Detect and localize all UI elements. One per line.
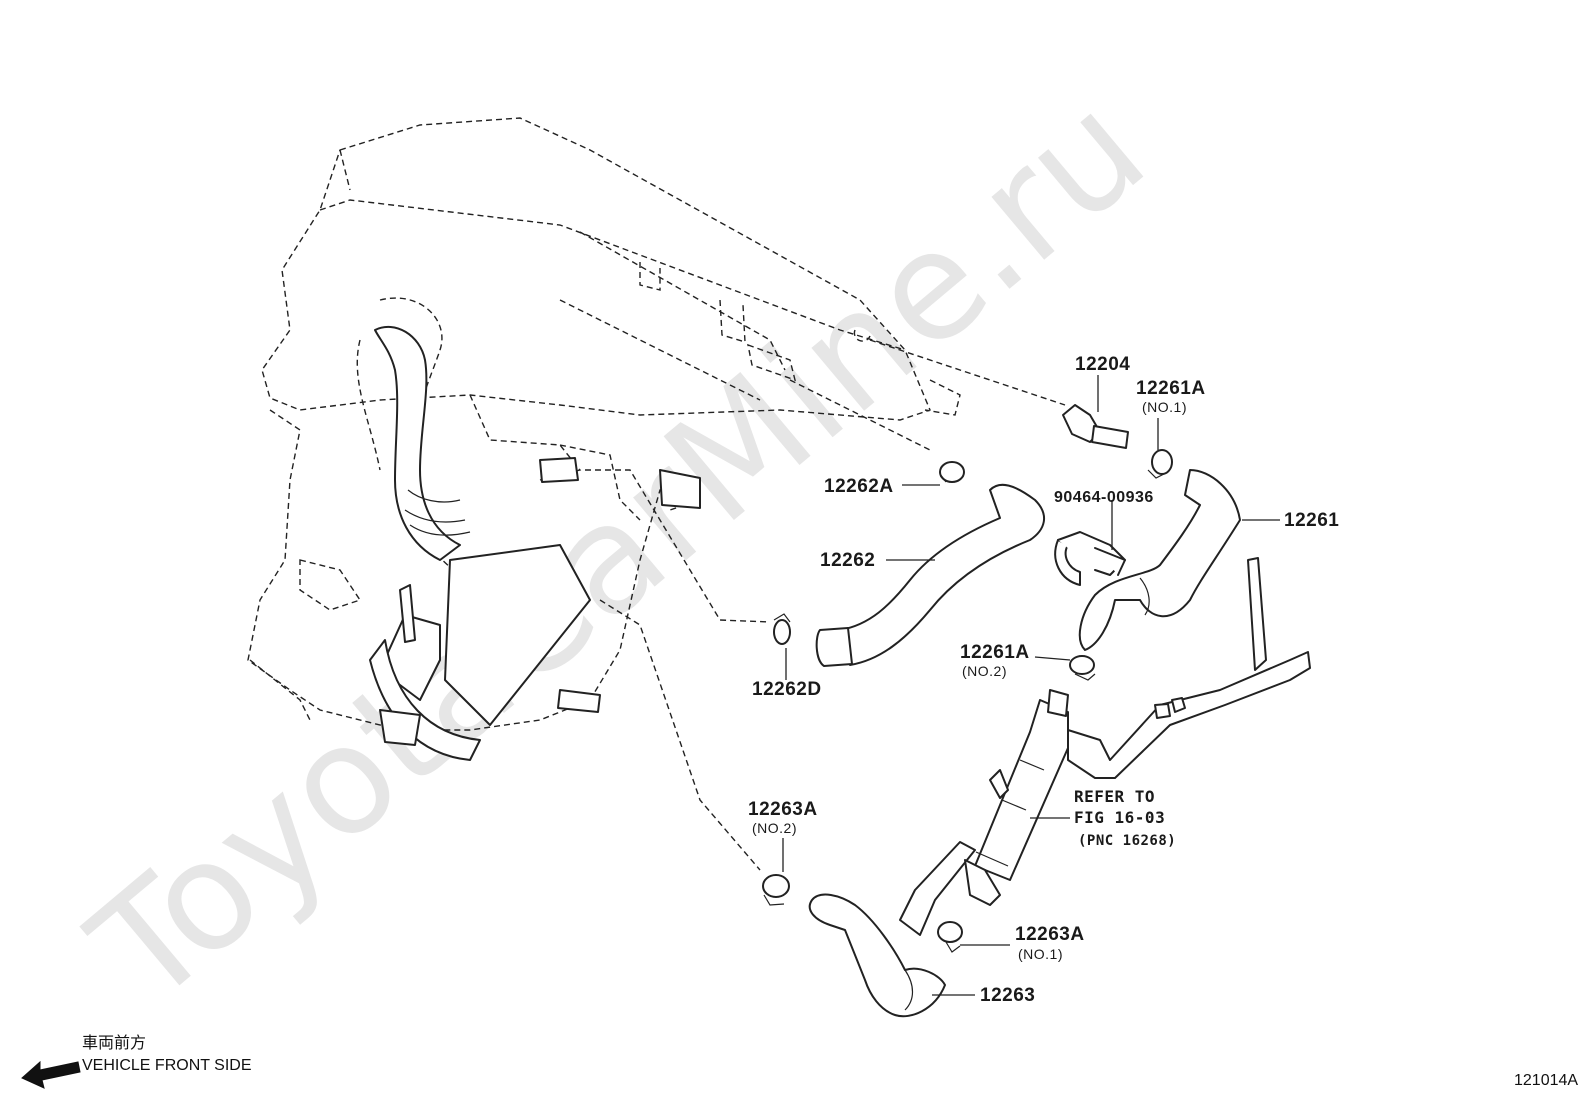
pipe-assembly-16268 bbox=[899, 557, 1311, 936]
label-vehicle-front-side: VEHICLE FRONT SIDE bbox=[82, 1057, 252, 1074]
label-12261A-no2: 12261A bbox=[960, 642, 1030, 663]
hose-12263 bbox=[808, 893, 946, 1018]
hose-12262 bbox=[815, 483, 1045, 667]
label-pnc: (PNC 16268) bbox=[1078, 833, 1176, 849]
label-no2-b: (NO.2) bbox=[752, 820, 797, 836]
pcv-valve-12204 bbox=[1062, 404, 1129, 449]
label-12262D: 12262D bbox=[752, 679, 822, 700]
clip-12262D bbox=[773, 613, 791, 645]
clip-12262A bbox=[939, 461, 965, 483]
connection-lines bbox=[585, 339, 1066, 871]
label-12263A-no2: 12263A bbox=[748, 799, 818, 820]
label-no2-a: (NO.2) bbox=[962, 663, 1007, 679]
label-12261A-no1: 12261A bbox=[1136, 378, 1206, 399]
label-12263: 12263 bbox=[980, 985, 1035, 1006]
label-12261: 12261 bbox=[1284, 510, 1339, 531]
label-no1-a: (NO.1) bbox=[1142, 399, 1187, 415]
label-12263A-no1: 12263A bbox=[1015, 924, 1085, 945]
engine-intake-pipe bbox=[369, 325, 701, 761]
label-refer-to: REFER TO bbox=[1074, 787, 1155, 806]
clamp-bracket-90464 bbox=[1054, 531, 1126, 586]
clip-12263A-no2 bbox=[762, 874, 790, 906]
label-fig: FIG 16-03 bbox=[1074, 808, 1165, 827]
clip-12261A-no1 bbox=[1147, 449, 1173, 479]
label-jp-front: 車両前方 bbox=[82, 1034, 146, 1052]
label-12262: 12262 bbox=[820, 550, 875, 571]
leader-lines bbox=[782, 375, 1280, 996]
clip-12261A-no2 bbox=[1069, 655, 1096, 681]
label-no1-b: (NO.1) bbox=[1018, 946, 1063, 962]
label-12262A: 12262A bbox=[824, 476, 894, 497]
clip-12263A-no1 bbox=[937, 921, 963, 953]
front-arrow-icon bbox=[21, 1060, 81, 1089]
figure-code: 121014A bbox=[1514, 1072, 1578, 1089]
label-90464-00936: 90464-00936 bbox=[1054, 489, 1154, 506]
label-12204: 12204 bbox=[1075, 354, 1130, 375]
hose-12261 bbox=[1078, 469, 1241, 651]
